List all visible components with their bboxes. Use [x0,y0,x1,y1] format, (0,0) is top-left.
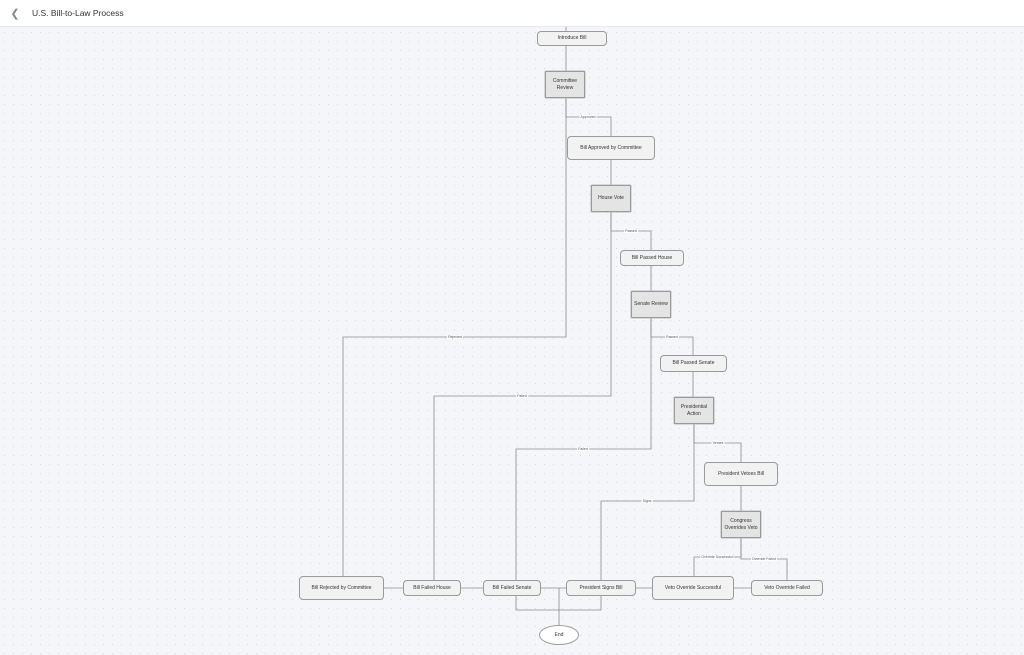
node-veto-override-successful[interactable]: Veto Override Successful [652,576,734,600]
edge-label-approved: Approved [579,114,597,120]
edge-label-override-failed: Override Failed [751,556,777,562]
node-bill-rejected-by-committee[interactable]: Bill Rejected by Committee [299,576,384,600]
edge-label-rejected: Rejected [447,334,463,340]
top-bar: ❮ U.S. Bill-to-Law Process [0,0,1024,27]
node-veto-override-failed[interactable]: Veto Override Failed [751,580,823,596]
node-bill-passed-house[interactable]: Bill Passed House [620,250,684,266]
page-title: U.S. Bill-to-Law Process [32,8,124,18]
edge-label-senate-passed: Passed [665,334,679,340]
edge-label-signs: Signs [641,498,653,504]
node-bill-failed-house[interactable]: Bill Failed House [403,580,461,596]
node-congress-overrides-veto[interactable]: Congress Overrides Veto [721,511,761,538]
edge-label-senate-failed: Failed [577,446,589,452]
node-bill-failed-senate[interactable]: Bill Failed Senate [483,580,541,596]
diagram-canvas[interactable] [0,28,1024,655]
edge-label-house-passed: Passed [624,228,638,234]
chevron-left-icon[interactable]: ❮ [10,7,20,20]
edge-label-vetoes: Vetoes [711,440,725,446]
node-introduce-bill[interactable]: Introduce Bill [537,31,607,46]
node-committee-review[interactable]: Committee Review [545,71,585,98]
node-bill-approved-by-committee[interactable]: Bill Approved by Committee [567,136,655,160]
node-senate-review[interactable]: Senate Review [631,291,671,318]
node-president-signs-bill[interactable]: President Signs Bill [566,580,636,596]
node-end[interactable]: End [539,625,579,645]
edge-to-end [515,588,602,625]
node-house-vote[interactable]: House Vote [591,185,631,212]
edge-label-override-successful: Override Successful [700,554,734,560]
node-presidential-action[interactable]: Presidential Action [674,397,714,424]
node-president-vetoes-bill[interactable]: President Vetoes Bill [704,462,778,486]
node-bill-passed-senate[interactable]: Bill Passed Senate [660,355,727,372]
edge-label-house-failed: Failed [516,393,528,399]
